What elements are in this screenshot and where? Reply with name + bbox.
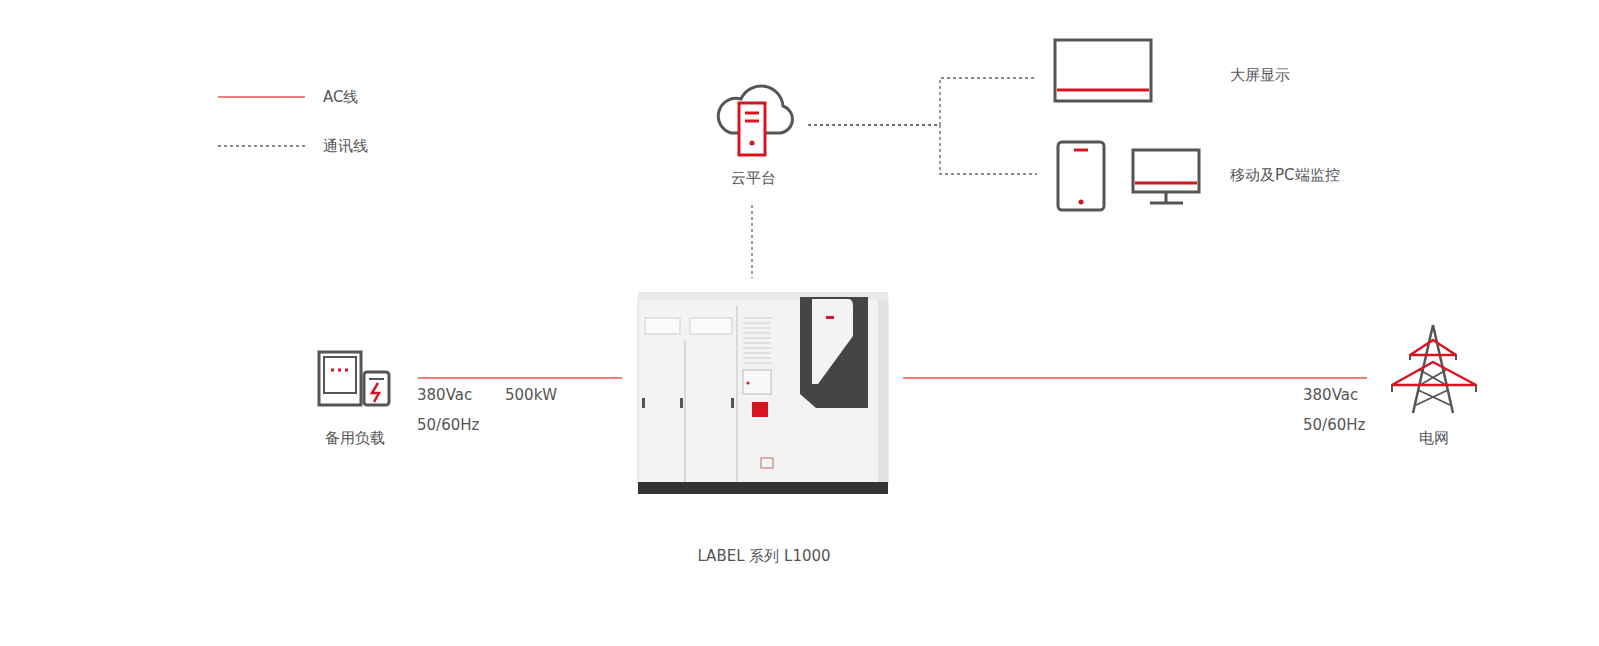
pylon-icon-part xyxy=(1475,385,1477,392)
container-illustration-part xyxy=(638,298,888,484)
phone-icon-part xyxy=(1079,200,1084,205)
cloud-icon-part xyxy=(745,112,759,115)
spec-label: 380Vac xyxy=(1303,386,1358,404)
cloud-icon-part xyxy=(745,120,759,123)
legend-samples-part xyxy=(218,96,305,97)
pylon-icon-part xyxy=(1410,340,1456,355)
load-icon-part xyxy=(364,372,389,405)
legend-label: 通讯线 xyxy=(323,137,368,155)
screen-icon-part xyxy=(1057,89,1149,92)
cloud-icon-part xyxy=(739,103,765,155)
container-illustration-part xyxy=(826,316,834,319)
phone-icon-part xyxy=(1074,149,1088,152)
legend-samples-part xyxy=(218,145,305,146)
container-illustration-part xyxy=(690,318,732,334)
pc-icon xyxy=(1133,150,1199,203)
container-illustration-part xyxy=(743,318,771,319)
spec-label: 50/60Hz xyxy=(1303,416,1365,434)
container-illustration-part xyxy=(878,300,888,484)
spec-label: 500kW xyxy=(505,386,557,404)
load-icon-part xyxy=(369,378,384,380)
load-icon xyxy=(319,352,389,405)
container-illustration-part xyxy=(736,306,737,482)
container-illustration-part xyxy=(743,328,771,329)
container-illustration-part xyxy=(743,348,771,349)
container-illustration-part xyxy=(743,333,771,334)
cloud-platform: 云平台 xyxy=(712,84,794,190)
pylon-icon-part xyxy=(1391,385,1393,392)
pylon-icon-part xyxy=(1455,355,1457,360)
container-illustration-part xyxy=(684,340,685,482)
node-label: 移动及PC端监控 xyxy=(1230,166,1340,184)
container-illustration-part xyxy=(743,338,771,339)
container-illustration-part xyxy=(645,318,680,334)
container-illustration-part xyxy=(743,358,771,359)
legend-samples xyxy=(218,97,305,146)
pylon-icon-part xyxy=(1409,355,1411,360)
load-icon-part xyxy=(372,383,379,402)
phone-icon-part xyxy=(1058,142,1104,210)
container-illustration-part xyxy=(743,363,771,364)
phone-icon xyxy=(1058,142,1104,210)
container-illustration xyxy=(638,292,888,494)
big-screen: 大屏显示 xyxy=(1050,36,1310,104)
cloud-icon-part xyxy=(750,141,755,146)
comm-line xyxy=(808,125,1037,174)
container-illustration-part xyxy=(638,482,888,494)
pc-icon-part xyxy=(1135,182,1197,185)
ac-line xyxy=(903,377,1367,378)
node-label: LABEL 系列 L1000 xyxy=(697,547,830,565)
ac-line xyxy=(418,377,622,378)
pylon-icon-part xyxy=(1392,362,1476,385)
node-label: 电网 xyxy=(1419,429,1449,447)
storage-container: LABEL 系列 L1000 xyxy=(636,290,892,566)
comm-line xyxy=(751,205,752,278)
pylon-icon xyxy=(1392,325,1476,413)
node-label: 云平台 xyxy=(731,169,776,187)
legend-label: AC线 xyxy=(323,88,358,106)
spec-label: 380Vac xyxy=(417,386,472,404)
container-illustration-part xyxy=(747,382,750,385)
container-illustration-part xyxy=(642,398,645,408)
container-illustration-part xyxy=(731,398,734,408)
load-icon-part xyxy=(331,369,349,372)
load-icon-part xyxy=(324,357,356,393)
container-illustration-part xyxy=(743,343,771,344)
screen-icon xyxy=(1055,40,1151,101)
pc-icon-part xyxy=(1165,192,1168,202)
container-illustration-part xyxy=(761,458,773,468)
spec-label: 50/60Hz xyxy=(417,416,479,434)
container-illustration-part xyxy=(812,299,853,384)
load-icon-part xyxy=(319,352,361,405)
container-illustration-part xyxy=(680,398,683,408)
pc-icon-part xyxy=(1133,150,1199,192)
power-grid: 电网 xyxy=(1386,322,1482,450)
container-illustration-part xyxy=(752,402,768,417)
container-illustration-part xyxy=(743,318,771,363)
pc-icon-part xyxy=(1150,202,1183,205)
pylon-icon-part xyxy=(1416,370,1450,405)
cloud-icon xyxy=(718,86,792,155)
backup-load: 备用负载 xyxy=(314,348,396,450)
comm-line xyxy=(808,78,1037,125)
container-illustration-part xyxy=(800,297,868,408)
screen-icon-part xyxy=(1055,40,1151,101)
node-label: 大屏显示 xyxy=(1230,66,1290,84)
mobile-pc-monitor: 移动及PC端监控 xyxy=(1054,138,1364,214)
container-illustration-part xyxy=(743,353,771,354)
container-illustration-part xyxy=(743,323,771,324)
node-label: 备用负载 xyxy=(325,429,385,447)
container-illustration-part xyxy=(743,370,771,394)
